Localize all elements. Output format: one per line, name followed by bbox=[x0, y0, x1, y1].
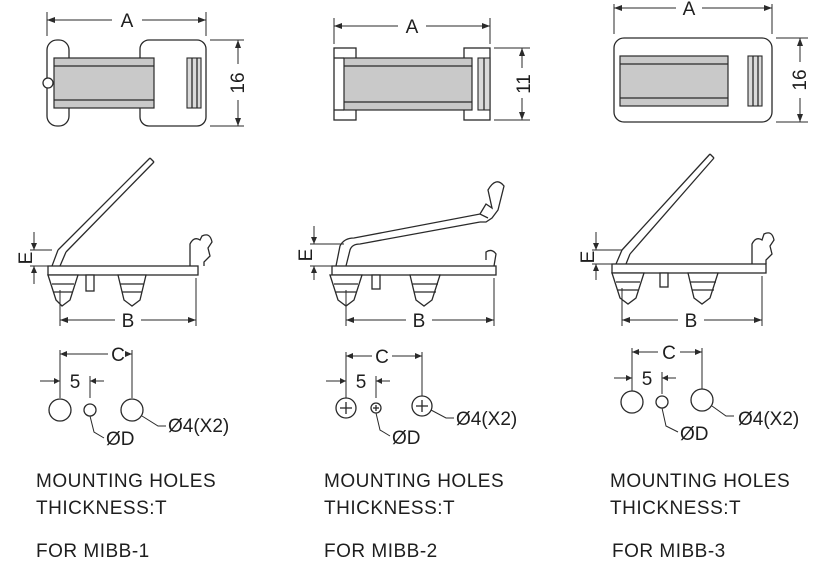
dim-5-label: 5 bbox=[356, 372, 367, 393]
dim-e-label: E bbox=[296, 249, 317, 262]
dim-height-2: 11 bbox=[494, 47, 535, 121]
caption-line1: MOUNTING HOLES bbox=[610, 471, 790, 492]
side-view-3 bbox=[611, 153, 775, 305]
caption-line2: THICKNESS:T bbox=[610, 498, 741, 519]
dim-a-label: A bbox=[683, 0, 696, 20]
dim-c-label: C bbox=[375, 347, 389, 368]
dim-b-label: B bbox=[122, 311, 135, 332]
panel-mibb-2: A 11 bbox=[296, 17, 535, 562]
caption-line1: MOUNTING HOLES bbox=[36, 471, 216, 492]
dim-e-label: E bbox=[16, 252, 37, 265]
dim-b-2: B bbox=[345, 278, 495, 332]
caption-line2: THICKNESS:T bbox=[36, 498, 167, 519]
dim-c-label: C bbox=[111, 345, 125, 366]
dim-a-label: A bbox=[121, 11, 134, 32]
caption-line3: FOR MIBB-2 bbox=[324, 541, 438, 562]
hole-size-label: Ø4(X2) bbox=[738, 409, 799, 430]
dim-c-label: C bbox=[662, 343, 676, 364]
dim-a-2: A bbox=[333, 17, 491, 44]
dim-b-1: B bbox=[59, 278, 197, 332]
dim-a-label: A bbox=[406, 17, 419, 38]
dim-height-label: 16 bbox=[228, 72, 249, 93]
dim-5-label: 5 bbox=[642, 369, 653, 390]
side-view-1 bbox=[47, 157, 213, 307]
top-view-3 bbox=[613, 37, 773, 123]
caption-line3: FOR MIBB-3 bbox=[612, 541, 726, 562]
dim-b-3: B bbox=[621, 276, 763, 332]
holes-3: C 5 ØD Ø4(X2) bbox=[614, 343, 799, 445]
side-view-2 bbox=[329, 181, 505, 307]
panel-mibb-3: A 16 bbox=[578, 0, 811, 562]
dim-e-2: E bbox=[296, 226, 344, 280]
dim-a-1: A bbox=[46, 11, 207, 36]
dim-e-3: E bbox=[578, 232, 622, 280]
dim-height-3: 16 bbox=[776, 37, 811, 123]
dim-b-label: B bbox=[685, 311, 698, 332]
holes-2: C 5 ØD Ø4(X2) bbox=[326, 347, 517, 449]
hole-size-label: Ø4(X2) bbox=[168, 416, 229, 437]
caption-line2: THICKNESS:T bbox=[324, 498, 455, 519]
top-view-2 bbox=[333, 47, 491, 121]
dim-a-3: A bbox=[613, 0, 773, 34]
dim-d-label: ØD bbox=[106, 429, 135, 450]
dim-d-label: ØD bbox=[680, 424, 709, 445]
dim-height-label: 16 bbox=[790, 69, 811, 90]
panel-mibb-1: A 16 bbox=[16, 11, 249, 562]
dim-e-label: E bbox=[578, 251, 599, 264]
hole-size-label: Ø4(X2) bbox=[456, 409, 517, 430]
top-view-1 bbox=[42, 39, 207, 127]
dim-e-1: E bbox=[16, 232, 52, 284]
holes-1: C 5 ØD Ø4(X2) bbox=[40, 345, 229, 450]
dim-height-label: 11 bbox=[514, 74, 535, 94]
dim-b-label: B bbox=[413, 311, 426, 332]
dim-5-label: 5 bbox=[70, 372, 81, 393]
caption-line1: MOUNTING HOLES bbox=[324, 471, 504, 492]
caption-line3: FOR MIBB-1 bbox=[36, 541, 150, 562]
dim-height-1: 16 bbox=[210, 39, 249, 127]
dim-d-label: ØD bbox=[392, 428, 421, 449]
